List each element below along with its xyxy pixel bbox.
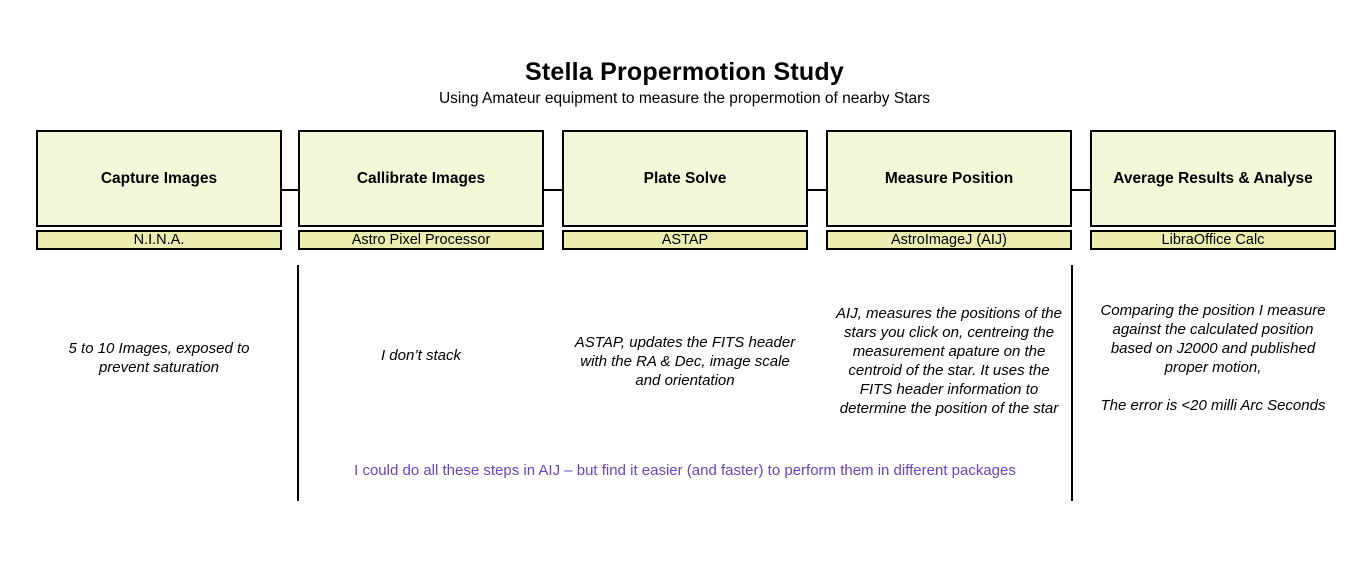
step-box-callibrate-images: Callibrate Images: [298, 130, 544, 227]
tool-label: N.I.N.A.: [133, 232, 185, 248]
separator-line-left: [297, 265, 299, 501]
connector-line-3-4: [808, 189, 826, 191]
page-subtitle: Using Amateur equipment to measure the p…: [438, 90, 931, 107]
tool-box-libraoffice-calc: LibraOffice Calc: [1090, 230, 1336, 250]
step-column-plate-solve: Plate Solve ASTAP ASTAP, updates the FIT…: [562, 130, 808, 389]
tool-box-astroimagej: AstroImageJ (AIJ): [826, 230, 1072, 250]
tool-box-astap: ASTAP: [562, 230, 808, 250]
step-description: 5 to 10 Images, exposed to prevent satur…: [68, 340, 250, 376]
separator-line-right: [1071, 265, 1073, 501]
step-label: Measure Position: [884, 169, 1014, 187]
tool-label: ASTAP: [661, 232, 709, 248]
step-column-callibrate-images: Callibrate Images Astro Pixel Processor …: [298, 130, 544, 364]
step-column-average-results: Average Results & Analyse LibraOffice Ca…: [1090, 130, 1336, 414]
connector-line-4-5: [1072, 189, 1090, 191]
connector-line-2-3: [544, 189, 562, 191]
step-box-capture-images: Capture Images: [36, 130, 282, 227]
tool-box-astro-pixel-processor: Astro Pixel Processor: [298, 230, 544, 250]
step-box-measure-position: Measure Position: [826, 130, 1072, 227]
step-label: Plate Solve: [643, 169, 727, 187]
tool-label: AstroImageJ (AIJ): [890, 232, 1008, 248]
tool-label: LibraOffice Calc: [1161, 232, 1265, 248]
step-description: ASTAP, updates the FITS header with the …: [574, 334, 796, 389]
tool-label: Astro Pixel Processor: [351, 232, 491, 248]
step-description: AIJ, measures the positions of the stars…: [836, 305, 1062, 417]
step-description: I don’t stack: [380, 347, 462, 364]
page-title: Stella Propermotion Study: [525, 58, 844, 86]
step-description: Comparing the position I measure against…: [1100, 302, 1326, 414]
step-column-measure-position: Measure Position AstroImageJ (AIJ) AIJ, …: [826, 130, 1072, 417]
step-label: Average Results & Analyse: [1113, 169, 1313, 187]
footnote: I could do all these steps in AIJ – but …: [354, 462, 1016, 479]
tool-box-nina: N.I.N.A.: [36, 230, 282, 250]
step-label: Callibrate Images: [356, 169, 486, 187]
step-box-plate-solve: Plate Solve: [562, 130, 808, 227]
step-label: Capture Images: [100, 169, 218, 187]
step-column-capture-images: Capture Images N.I.N.A. 5 to 10 Images, …: [36, 130, 282, 376]
connector-line-1-2: [282, 189, 298, 191]
step-box-average-results: Average Results & Analyse: [1090, 130, 1336, 227]
